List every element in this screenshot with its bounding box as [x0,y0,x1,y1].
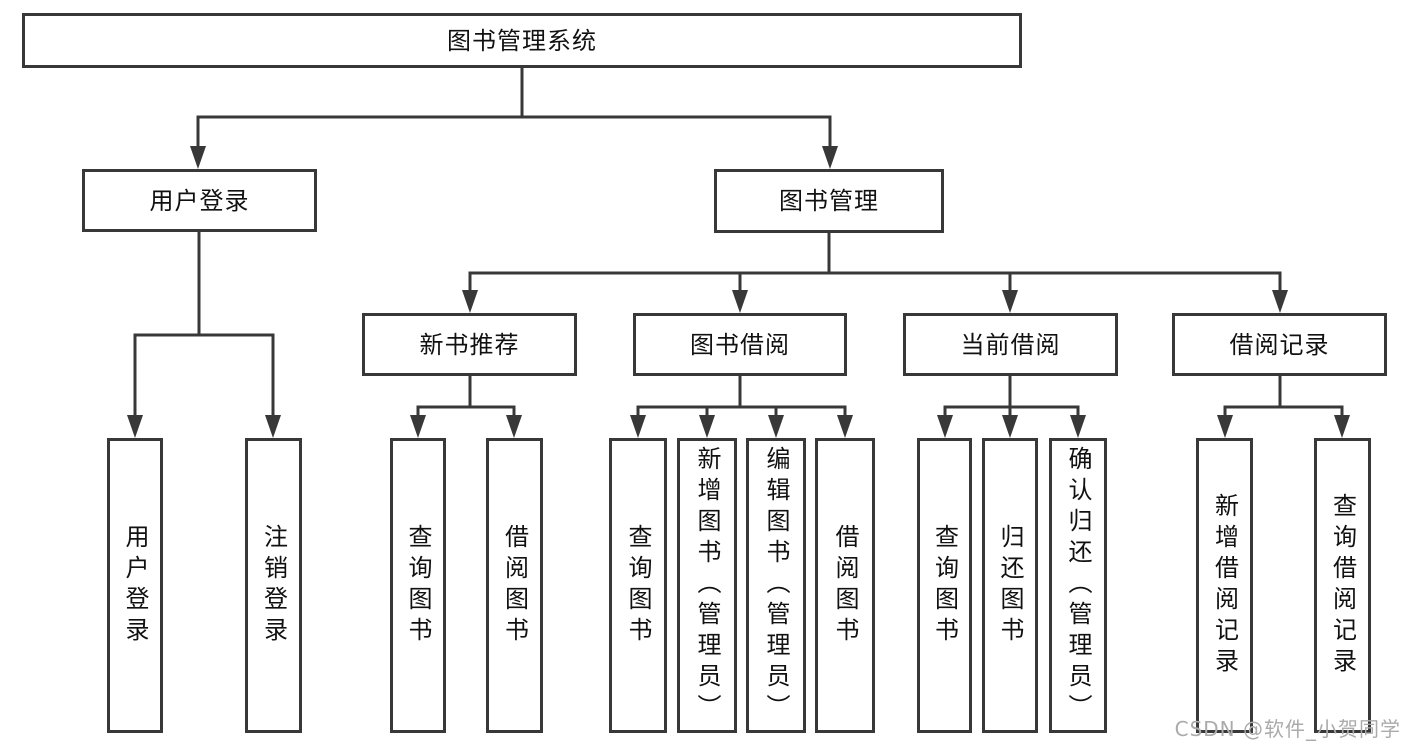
node-user-login: 用户登录 [82,169,317,232]
arrowhead [1002,290,1018,313]
leaf-user-login: 用户登录 [107,438,163,733]
arrowhead [462,290,478,313]
arrowhead [937,415,953,438]
leaf-return-books: 归还图书 [982,438,1038,733]
node-book-management: 图书管理 [714,169,944,233]
arrowhead [768,415,784,438]
leaf-logout: 注销登录 [245,438,302,733]
node-book-borrowing: 图书借阅 [633,313,847,376]
leaf-query-books-2: 查询图书 [609,438,667,733]
arrowhead [1002,415,1018,438]
arrowhead [630,415,646,438]
arrowhead [1334,415,1350,438]
arrowhead [822,146,838,169]
leaf-borrow-books-2: 借阅图书 [815,438,875,733]
arrowhead [837,415,853,438]
leaf-query-borrow-record: 查询借阅记录 [1314,438,1371,733]
arrowhead [732,290,748,313]
leaf-borrow-books-1: 借阅图书 [486,438,543,733]
arrowhead [410,415,426,438]
arrowhead [1070,415,1086,438]
leaf-add-borrow-record: 新增借阅记录 [1196,438,1253,733]
leaf-edit-books-admin: 编辑图书（管理员） [746,438,806,733]
arrowhead [1217,415,1233,438]
arrowhead [190,146,206,169]
leaf-add-books-admin: 新增图书（管理员） [677,438,737,733]
leaf-query-books-3: 查询图书 [917,438,972,733]
node-borrowing-records: 借阅记录 [1172,313,1387,376]
arrowhead [699,415,715,438]
node-root-library-system: 图书管理系统 [22,13,1022,68]
node-new-book-recommend: 新书推荐 [362,313,577,376]
leaf-confirm-return-admin: 确认归还（管理员） [1049,438,1107,733]
node-current-borrowing: 当前借阅 [903,313,1118,376]
csdn-watermark: CSDN @软件_小贺同学 [1174,717,1401,741]
arrowhead [506,415,522,438]
arrowhead [265,415,281,438]
arrowhead [1272,290,1288,313]
leaf-query-books-1: 查询图书 [390,438,446,733]
arrowhead [127,415,143,438]
